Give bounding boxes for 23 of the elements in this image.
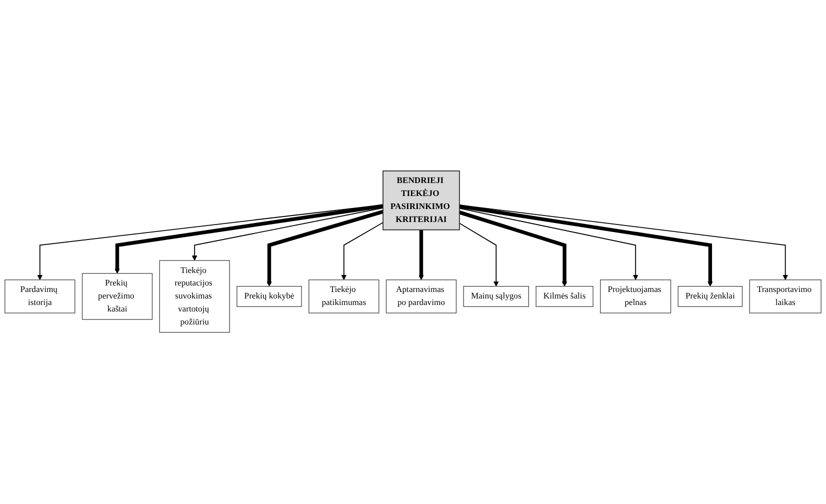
- node-box: Kilmės šalis: [536, 286, 594, 308]
- node-box: Mainų sąlygos: [463, 286, 529, 308]
- node-box: Projektuojamas pelnas: [600, 280, 672, 314]
- arrow: [192, 208, 384, 262]
- arrow: [341, 222, 384, 280]
- arrow: [458, 208, 638, 280]
- arrow: [37, 204, 384, 280]
- arrow: [266, 210, 384, 287]
- node-box: Aptarnavimas po pardavimo: [386, 280, 457, 314]
- arrow: [458, 204, 788, 280]
- arrow: [459, 204, 713, 287]
- arrow: [114, 204, 384, 274]
- node-box: BENDRIEJI TIEKĖJO PASIRINKIMO KRITERIJAI: [382, 170, 460, 231]
- node-box: Pardavimų istorija: [4, 280, 76, 314]
- node-box: Transportavimo laikas: [749, 280, 822, 314]
- node-box: Prekių pervežimo kaštai: [82, 273, 153, 320]
- node-box: Tiekėjo reputacijos suvokimas vartotojų požiūriu: [159, 260, 230, 334]
- node-box: Tiekėjo patikimumas: [308, 280, 380, 314]
- arrow: [458, 223, 499, 287]
- arrow: [458, 210, 568, 287]
- node-box: Prekių ženklai: [678, 286, 743, 308]
- node-box: Prekių kokybė: [236, 286, 302, 308]
- arrow: [418, 230, 424, 280]
